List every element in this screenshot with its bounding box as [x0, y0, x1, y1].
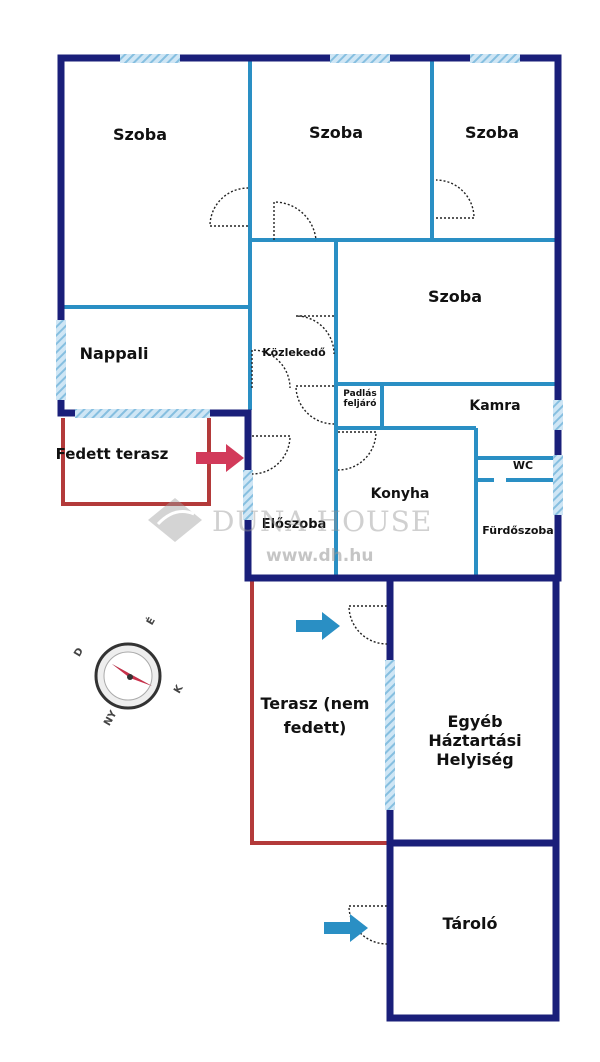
watermark-brand: DUNA HOUSE: [212, 505, 433, 538]
watermark-logo: [148, 498, 202, 542]
room-label-nappali: Nappali: [79, 344, 149, 363]
inner-walls: [63, 60, 556, 575]
room-label-kamra: Kamra: [469, 398, 521, 414]
room-label-egyeb: Egyéb Háztartási Helyiség: [428, 712, 522, 770]
room-label-kozlekedo: Közlekedő: [262, 346, 326, 359]
room-label-szoba-4: Szoba: [427, 287, 483, 306]
watermark-url: www.dh.hu: [266, 546, 374, 566]
room-label-eloszoba: Előszoba: [261, 517, 327, 532]
room-label-szoba-2: Szoba: [308, 123, 364, 142]
room-label-szoba-1: Szoba: [112, 125, 168, 144]
entrance-arrow: [196, 444, 244, 472]
compass: [94, 642, 162, 710]
room-label-tarolo: Tároló: [442, 914, 498, 933]
room-label-terasz: Terasz (nem fedett): [260, 694, 370, 737]
terrace-outlines: [61, 418, 390, 845]
blue-arrows: [296, 612, 368, 942]
room-label-padlas-feljaro: Padlás feljáró: [343, 389, 377, 410]
windows: [56, 54, 563, 810]
room-label-wc: WC: [512, 459, 534, 472]
room-label-szoba-3: Szoba: [464, 123, 520, 142]
room-label-furdoszoba: Fürdőszoba: [482, 524, 554, 537]
room-label-konyha: Konyha: [370, 486, 430, 502]
room-label-fedett-terasz: Fedett terasz: [55, 445, 169, 463]
outer-walls: [57, 54, 562, 1022]
